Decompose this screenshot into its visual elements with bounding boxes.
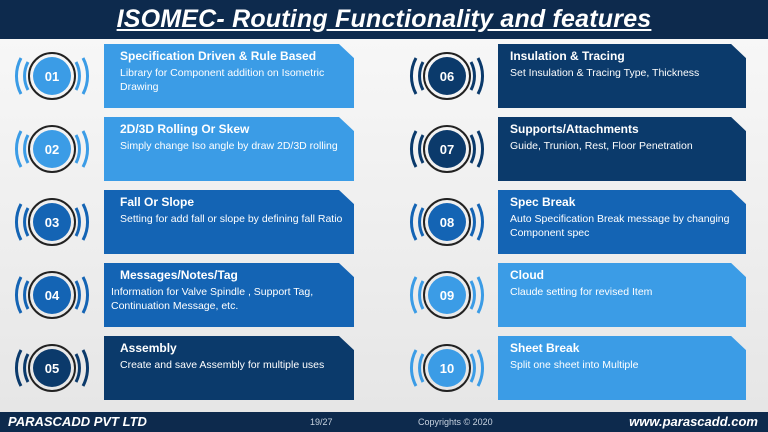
feature-title: 2D/3D Rolling Or Skew [120,122,250,136]
feature-card: Supports/Attachments Guide, Trunion, Res… [498,117,746,181]
badge-number: 09 [439,287,455,303]
feature-description: Library for Component addition on Isomet… [120,67,325,93]
feature-description: Auto Specification Break message by chan… [510,213,730,239]
title-bar: ISOMEC- Routing Functionality and featur… [0,0,768,39]
feature-card: Fall Or Slope Setting for add fall or sl… [104,190,354,254]
feature-card: 2D/3D Rolling Or Skew Simply change Iso … [104,117,354,181]
feature-card: Sheet Break Split one sheet into Multipl… [498,336,746,400]
footer-bar: PARASCADD PVT LTD 19/27 Copyrights © 202… [0,412,768,432]
copyright-text: Copyrights © 2020 [418,417,493,427]
badge-number: 01 [44,68,60,84]
badge-number: 07 [439,141,455,157]
number-badge: 09 [403,263,491,327]
feature-description: Setting for add fall or slope by definin… [120,213,343,225]
feature-title: Supports/Attachments [510,122,639,136]
number-badge: 10 [403,336,491,400]
feature-description: Simply change Iso angle by draw 2D/3D ro… [120,140,338,152]
number-badge: 07 [403,117,491,181]
feature-description: Set Insulation & Tracing Type, Thickness [510,67,700,79]
number-badge: 02 [8,117,96,181]
slide-title: ISOMEC- Routing Functionality and featur… [116,5,652,33]
badge-number: 02 [44,141,60,157]
badge-number: 06 [439,68,455,84]
feature-title: Specification Driven & Rule Based [120,49,317,63]
feature-description: Guide, Trunion, Rest, Floor Penetration [510,140,693,152]
feature-description: Split one sheet into Multiple [510,359,639,371]
company-name: PARASCADD PVT LTD [8,414,147,429]
number-badge: 01 [8,44,96,108]
badge-number: 10 [439,360,455,376]
number-badge: 03 [8,190,96,254]
number-badge: 08 [403,190,491,254]
feature-card: Specification Driven & Rule Based Librar… [104,44,354,108]
feature-card: Spec Break Auto Specification Break mess… [498,190,746,254]
number-badge: 05 [8,336,96,400]
feature-title: Messages/Notes/Tag [120,268,238,282]
feature-title: Fall Or Slope [120,195,195,209]
feature-card: Assembly Create and save Assembly for mu… [104,336,354,400]
page-number: 19/27 [310,417,333,427]
feature-description: Information for Valve Spindle , Support … [111,286,314,312]
feature-card: Messages/Notes/Tag Information for Valve… [104,263,354,327]
number-badge: 06 [403,44,491,108]
badge-number: 04 [44,287,60,303]
feature-description: Create and save Assembly for multiple us… [120,359,325,371]
badge-number: 03 [44,214,60,230]
feature-description: Claude setting for revised Item [510,286,653,298]
website-link[interactable]: www.parascadd.com [629,414,758,429]
feature-title: Sheet Break [510,341,580,355]
feature-title: Assembly [120,341,177,355]
feature-title: Cloud [510,268,544,282]
feature-title: Insulation & Tracing [510,49,625,63]
badge-number: 08 [439,214,455,230]
feature-card: Cloud Claude setting for revised Item [498,263,746,327]
feature-card: Insulation & Tracing Set Insulation & Tr… [498,44,746,108]
badge-number: 05 [44,360,60,376]
feature-area: 01 Specification Driven & Rule Based Lib… [0,39,768,412]
feature-title: Spec Break [510,195,576,209]
number-badge: 04 [8,263,96,327]
